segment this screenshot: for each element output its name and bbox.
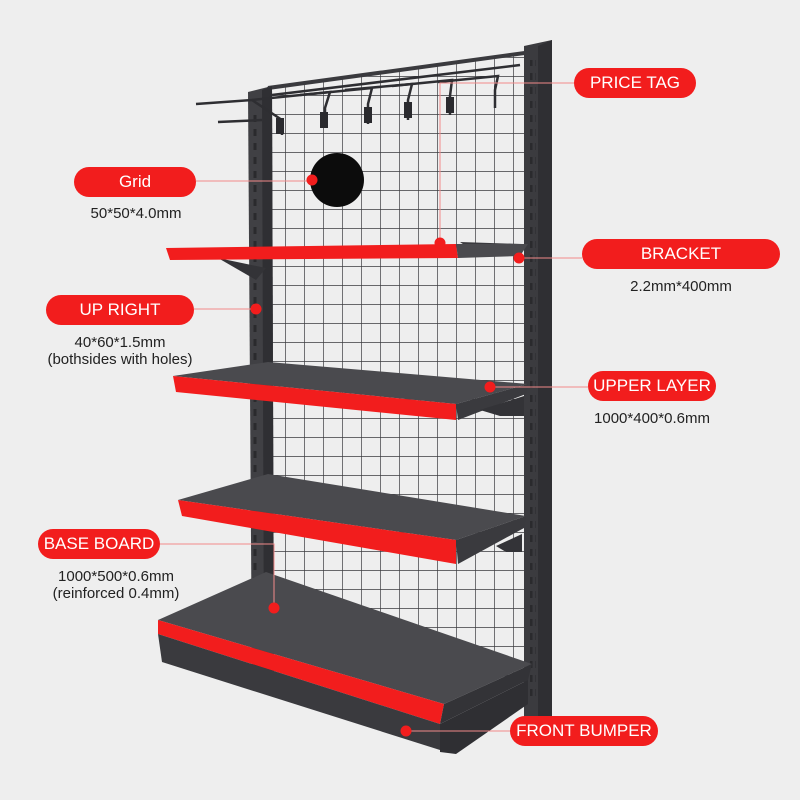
upper-layer-label: UPPER LAYER xyxy=(588,371,716,401)
price-tag-hook-caps xyxy=(276,97,454,134)
upright-spec-line2: (bothsides with holes) xyxy=(47,351,193,368)
bracket-label: BRACKET xyxy=(582,239,780,269)
upright-label: UP RIGHT xyxy=(46,295,194,325)
middle-shelf xyxy=(178,474,526,564)
upper-layer-spec: 1000*400*0.6mm xyxy=(594,410,710,427)
base-shelf xyxy=(158,572,532,754)
callout-dots xyxy=(250,174,525,737)
bracket-spec: 2.2mm*400mm xyxy=(630,278,732,295)
right-upright-post xyxy=(524,40,552,726)
grid-spec: 50*50*4.0mm xyxy=(90,205,182,222)
callout-leaders xyxy=(160,82,588,732)
base-board-spec-line2: (reinforced 0.4mm) xyxy=(52,585,180,602)
grid-round-hole xyxy=(310,153,364,207)
base-board-spec-line1: 1000*500*0.6mm xyxy=(58,568,174,585)
grid-label: Grid xyxy=(74,167,196,197)
upper-layer-shelf xyxy=(173,362,528,420)
price-tag-label: PRICE TAG xyxy=(574,68,696,98)
top-shelf xyxy=(166,242,528,280)
upright-spec-line1: 40*60*1.5mm xyxy=(74,334,166,351)
base-board-label: BASE BOARD xyxy=(38,529,160,559)
front-bumper-label: FRONT BUMPER xyxy=(510,716,658,746)
